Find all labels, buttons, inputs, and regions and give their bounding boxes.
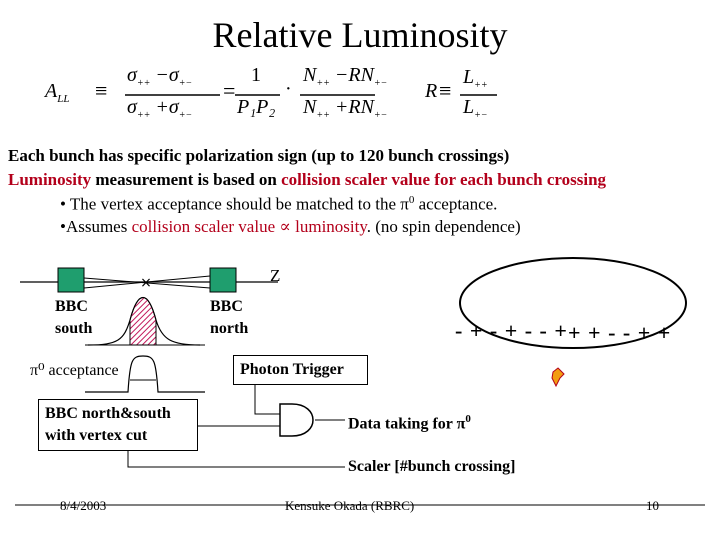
spin-pattern-right: + + - - + + [568,320,672,345]
bullet-2: •Assumes collision scaler value ∝ lumino… [60,217,521,236]
bbc-south-detector [57,267,85,293]
ratio-formula: R ≡ L++ L+− [425,60,505,130]
formula-n-den: N++ +RN+− [303,96,388,121]
formula-dot: · [285,78,292,100]
bullet-1: • The vertex acceptance should be matche… [60,194,498,214]
bbc-north-label: BBC north [210,298,249,337]
slide-title: Relative Luminosity [212,15,508,55]
formula-p1p2: P₁P₂ [237,96,276,118]
ratio-r: R [425,80,438,102]
bbc-south-label: BBC south [55,298,93,337]
footer-date: 8/4/2003 [60,498,107,513]
formula-num: σ++ −σ+− [127,64,193,89]
scaler-label: Scaler [#bunch crossing] [348,458,516,475]
formula-equiv: ≡ [95,78,108,103]
text-line-2: Luminosity measurement is based on colli… [8,170,607,189]
vertex-cut-region [129,297,157,346]
formula-one: 1 [251,64,261,86]
photon-trigger-box: Photon Trigger [233,355,368,385]
ratio-den: L+− [463,96,488,121]
page-number: 10 [646,498,659,513]
collider-ring [459,257,687,349]
z-axis-label: Z [270,266,281,285]
data-taking-label: Data taking for π0 [348,413,471,433]
acceptance-shape [85,355,205,393]
bbc-north-detector [209,267,237,293]
and-gate-icon [279,403,314,437]
ratio-num: L++ [463,66,488,91]
asymmetry-formula: ALL ≡ σ++ −σ+− σ++ +σ+− = 1 P₁P₂ · N++ −… [45,58,387,128]
footer-author: Kensuke Okada (RBRC) [285,498,415,513]
formula-fraction-lines [125,94,375,96]
pi0-acceptance-label: π⁰ acceptance [30,362,119,379]
bbc-vertex-cut-box: BBC north&south with vertex cut [38,399,198,451]
ratio-equiv: ≡ [439,78,452,103]
spin-pattern-left: - + - + - - + [455,318,568,343]
formula-n-num: N++ −RN+− [303,64,388,89]
formula-a: ALL [45,80,70,105]
interaction-point-icon: × [140,275,152,291]
collision-burst-icon [551,367,565,388]
ratio-fraction-line [460,94,497,96]
formula-den: σ++ +σ+− [127,96,193,121]
formula-equals: = [223,78,236,103]
text-line-1: Each bunch has specific polarization sig… [8,146,510,165]
